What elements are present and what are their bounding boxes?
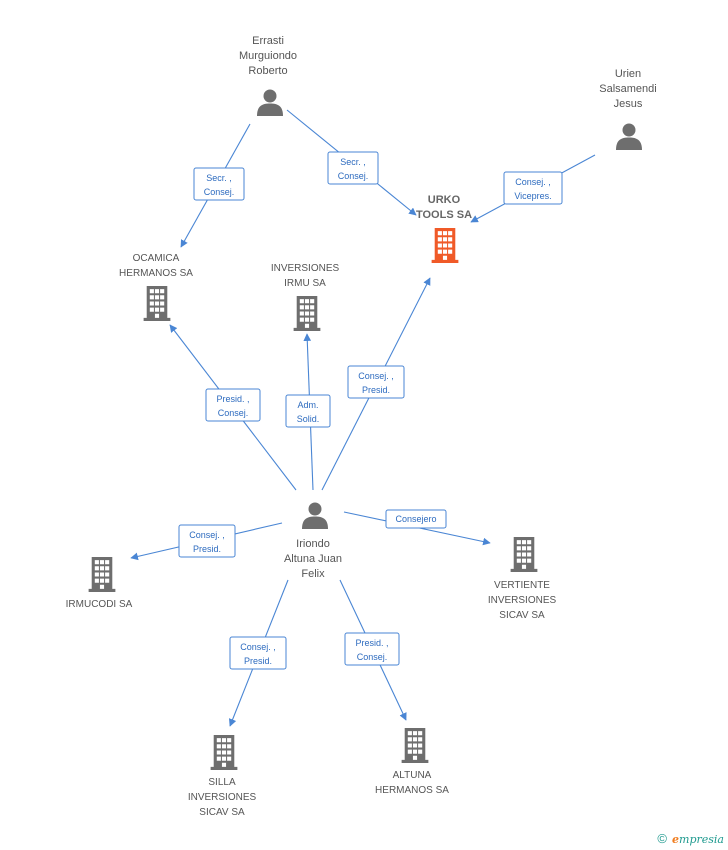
node-label-line: INVERSIONES [488, 595, 557, 606]
node-label-line: Jesus [614, 98, 643, 110]
edge-label-line: Presid. [244, 656, 272, 666]
node-label-line: TOOLS SA [416, 209, 472, 221]
edge-label-line: Secr. , [340, 157, 366, 167]
node-company-ocamica[interactable]: OCAMICA HERMANOS SA [119, 253, 193, 321]
node-label-line: URKO [428, 194, 461, 206]
node-company-silla[interactable]: SILLA INVERSIONES SICAV SA [188, 735, 257, 818]
edge-label-line: Presid. , [216, 394, 249, 404]
node-label-line: IRMUCODI SA [66, 599, 133, 610]
node-label-line: Errasti [252, 35, 284, 47]
building-icon [143, 286, 171, 321]
building-icon [510, 537, 538, 572]
node-person-urien[interactable]: Urien Salsamendi Jesus [599, 68, 657, 150]
node-label-line: HERMANOS SA [375, 785, 449, 796]
edge-label-line: Consej. , [515, 177, 551, 187]
node-label-line: SICAV SA [199, 807, 245, 818]
edge-label-line: Vicepres. [514, 191, 551, 201]
node-person-errasti[interactable]: Errasti Murguiondo Roberto [239, 35, 297, 116]
person-icon [616, 123, 642, 150]
edge-label-line: Adm. [297, 400, 318, 410]
edge-label-line: Consejero [395, 514, 436, 524]
edge-label[interactable]: Consej. , Presid. [178, 524, 236, 558]
edge-label-line: Presid. [362, 385, 390, 395]
node-person-iriondo[interactable]: Iriondo Altuna Juan Felix [284, 502, 342, 581]
edge-label-line: Consej. [204, 187, 235, 197]
edge-label[interactable]: Consej. , Presid. [347, 365, 405, 399]
edge-label-line: Consej. , [358, 371, 394, 381]
node-label-line: INVERSIONES [271, 263, 340, 274]
node-company-altuna[interactable]: ALTUNA HERMANOS SA [375, 728, 449, 796]
edge-label[interactable]: Adm. Solid. [285, 394, 331, 428]
edge-label-line: Presid. [193, 544, 221, 554]
node-company-irmucodi[interactable]: IRMUCODI SA [66, 557, 133, 610]
node-label-line: INVERSIONES [188, 792, 257, 803]
edge-label[interactable]: Presid. , Consej. [344, 632, 400, 666]
copyright-icon: © [657, 831, 667, 846]
edge-label-line: Consej. [218, 408, 249, 418]
edge-label[interactable]: Consejero [385, 509, 447, 529]
node-company-irmu[interactable]: INVERSIONES IRMU SA [271, 263, 340, 331]
edge-label-line: Consej. , [240, 642, 276, 652]
node-label-line: Felix [301, 568, 325, 580]
node-company-urko[interactable]: URKO TOOLS SA [416, 194, 472, 263]
node-company-vertiente[interactable]: VERTIENTE INVERSIONES SICAV SA [488, 537, 557, 621]
edge-label-line: Presid. , [355, 638, 388, 648]
edge-label-line: Solid. [297, 414, 320, 424]
edge-label-line: Consej. [338, 171, 369, 181]
node-label-line: Murguiondo [239, 50, 297, 62]
building-icon [401, 728, 429, 763]
building-icon [210, 735, 238, 770]
person-icon [257, 89, 283, 116]
node-label-line: HERMANOS SA [119, 268, 193, 279]
node-label-line: Altuna Juan [284, 553, 342, 565]
edge-label-line: Consej. , [189, 530, 225, 540]
brand-initial: e [672, 833, 680, 846]
building-icon [431, 228, 459, 263]
edge-label[interactable]: Secr. , Consej. [193, 167, 245, 201]
brand-name: mpresia [679, 833, 724, 846]
edge-label[interactable]: Secr. , Consej. [327, 151, 379, 185]
node-label-line: Salsamendi [599, 83, 656, 95]
node-label-line: Iriondo [296, 538, 330, 550]
building-icon [293, 296, 321, 331]
building-icon [88, 557, 116, 592]
person-icon [302, 502, 328, 529]
node-label-line: Urien [615, 68, 641, 80]
edge-label[interactable]: Consej. , Vicepres. [503, 171, 563, 205]
node-label-line: Roberto [248, 65, 287, 77]
node-label-line: SICAV SA [499, 610, 545, 621]
node-label-line: OCAMICA [133, 253, 180, 264]
node-label-line: ALTUNA [393, 770, 432, 781]
edge-label-line: Consej. [357, 652, 388, 662]
node-label-line: SILLA [208, 777, 236, 788]
edge-label-line: Secr. , [206, 173, 232, 183]
edge-label[interactable]: Consej. , Presid. [229, 636, 287, 670]
brand-footer[interactable]: © empresia [657, 831, 724, 846]
node-label-line: VERTIENTE [494, 580, 550, 591]
edge-label[interactable]: Presid. , Consej. [205, 388, 261, 422]
node-label-line: IRMU SA [284, 278, 326, 289]
